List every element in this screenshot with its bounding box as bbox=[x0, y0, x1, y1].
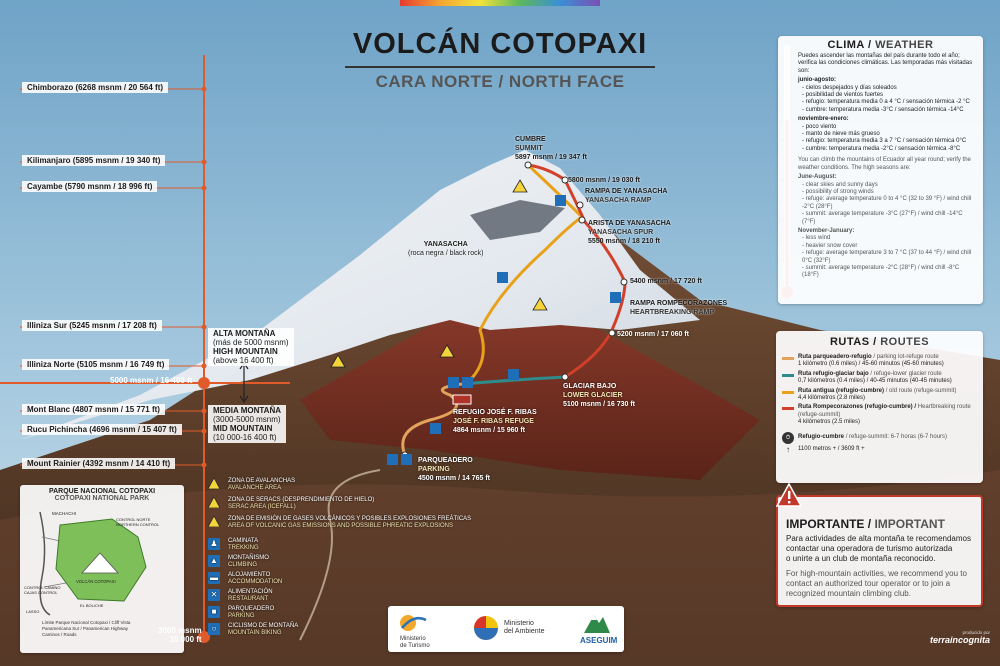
peak-label-rucu-pichincha: Rucu Pichincha (4696 msnm / 15 407 ft) bbox=[22, 424, 182, 435]
inset-map-drawing: MACHACHI CONTROL NORTE NORTHERN CONTROL … bbox=[24, 511, 160, 616]
routes-list: Ruta parqueadero-refugio / parking lot-r… bbox=[776, 348, 983, 453]
route-item-refuge-glacier: Ruta refugio-glaciar bajo / refuge-lower… bbox=[782, 371, 977, 386]
waypoint-dots bbox=[401, 161, 628, 459]
route-elevation-gain: ↑1100 metros + / 3609 ft + bbox=[782, 444, 977, 454]
svg-text:CONTROL CAMINO: CONTROL CAMINO bbox=[24, 585, 61, 590]
label-yanasacha: YANASACHA(roca negra / black rock) bbox=[408, 241, 484, 257]
refuge-building bbox=[452, 394, 472, 405]
peak-label-illiniza-sur: Illiniza Sur (5245 msnm / 17 208 ft) bbox=[22, 320, 162, 331]
aseguim-label: ASEGUIM bbox=[580, 636, 618, 645]
important-panel: IMPORTANTE / IMPORTANT Para actividades … bbox=[775, 482, 983, 607]
peak-label-kilimanjaro: Kilimanjaro (5895 msnm / 19 340 ft) bbox=[22, 155, 166, 166]
inset-title: PARQUE NACIONAL COTOPAXI bbox=[48, 488, 156, 495]
peak-label-mount-rainier: Mount Rainier (4392 msnm / 14 410 ft) bbox=[22, 458, 176, 469]
svg-text:CAJAS CONTROL: CAJAS CONTROL bbox=[24, 590, 58, 595]
routes-title: RUTAS / ROUTES bbox=[829, 336, 930, 348]
climber-icon: ▲ bbox=[208, 555, 220, 567]
legend-volcanic-gas: ZONA DE EMISIÓN DE GASES VOLCÁNICOS Y PO… bbox=[207, 515, 471, 530]
bed-icon: ▬ bbox=[208, 572, 220, 584]
up-arrow-icon: ↑ bbox=[786, 444, 790, 454]
car-icon: ■ bbox=[208, 606, 220, 618]
important-text: Para actividades de alta montaña te reco… bbox=[786, 534, 971, 598]
map-title: VOLCÁN COTOPAXI bbox=[352, 28, 648, 60]
activity-icons bbox=[387, 195, 621, 465]
elevation-dots bbox=[201, 86, 207, 468]
route-parking-refuge bbox=[401, 382, 463, 456]
waypoint-5800: 5800 msnm / 19 030 ft bbox=[568, 177, 640, 184]
route-item-parking-refuge: Ruta parqueadero-refugio / parking lot-r… bbox=[782, 354, 977, 369]
inset-key: Límite Parque Nacional Cotopaxi / Cliff … bbox=[42, 620, 131, 637]
weather-title: CLIMA / WEATHER bbox=[827, 39, 934, 51]
peak-label-illiniza-norte: Illiniza Norte (5105 msnm / 16 749 ft) bbox=[22, 359, 170, 370]
ministry-tourism-logo bbox=[398, 612, 428, 634]
foothills bbox=[0, 470, 1000, 666]
peak-label-cayambe: Cayambe (5790 msnm / 18 996 ft) bbox=[22, 181, 158, 192]
weather-panel: CLIMA / WEATHER Puedes ascender las mont… bbox=[778, 36, 983, 304]
road bbox=[299, 469, 381, 641]
marker-5000m bbox=[198, 377, 210, 389]
svg-text:NORTHERN CONTROL: NORTHERN CONTROL bbox=[116, 522, 160, 527]
title-rule bbox=[345, 66, 655, 68]
peak-label-chimborazo: Chimborazo (6268 msnm / 20 564 ft) bbox=[22, 82, 169, 93]
svg-text:VOLCÁN COTOPAXI: VOLCÁN COTOPAXI bbox=[76, 579, 116, 584]
yanasacha-black-rock bbox=[470, 200, 565, 240]
legend-serac: ZONA DE SERACS (DESPRENDIMIENTO DE HIELO… bbox=[207, 496, 374, 511]
red-rock-slope bbox=[300, 300, 760, 480]
route-item-heartbreaking: Ruta Rompecorazones (refugio-cumbre) / H… bbox=[782, 404, 977, 426]
producer-credit: producido por terraincognita bbox=[930, 630, 991, 645]
zone-high-mountain: ALTA MONTAÑA(más de 5000 msnm) HIGH MOUN… bbox=[208, 328, 294, 366]
bike-icon: ○ bbox=[208, 623, 220, 635]
warning-icon bbox=[775, 482, 803, 512]
route-duration: ⏱Refugio-cumbre / refuge-summit: 6-7 hor… bbox=[782, 431, 977, 444]
route-item-old-route: Ruta antigua (refugio-cumbre) / old rout… bbox=[782, 388, 977, 403]
clock-icon: ⏱ bbox=[782, 431, 794, 444]
label-5000m: 5000 msnm / 16 400 ft bbox=[110, 376, 193, 385]
peak-label-mont-blanc: Mont Blanc (4807 msnm / 15 771 ft) bbox=[22, 404, 165, 415]
route-old bbox=[468, 163, 585, 382]
ministry-environment-logo bbox=[472, 614, 500, 642]
park-inset-map: PARQUE NACIONAL COTOPAXI COTOPAXI NATION… bbox=[20, 485, 184, 653]
map-subtitle: CARA NORTE / NORTH FACE bbox=[375, 72, 625, 91]
aseguim-logo bbox=[584, 611, 610, 638]
warning-icon bbox=[330, 179, 548, 368]
svg-text:CONTROL NORTE: CONTROL NORTE bbox=[116, 517, 151, 522]
important-title: IMPORTANTE / IMPORTANT bbox=[786, 517, 945, 531]
inset-subtitle: COTOPAXI NATIONAL PARK bbox=[54, 495, 150, 502]
hiker-icon: ♟ bbox=[208, 538, 220, 550]
svg-text:LASSO: LASSO bbox=[26, 609, 39, 614]
waypoint-5400: 5400 msnm / 17 720 ft bbox=[630, 278, 702, 285]
zone-mid-mountain: MEDIA MONTAÑA(3000-5000 msnm) MID MOUNTA… bbox=[208, 405, 286, 443]
food-icon: ✕ bbox=[208, 589, 220, 601]
routes-panel: RUTAS / ROUTES Ruta parqueadero-refugio … bbox=[776, 331, 983, 483]
color-strip bbox=[400, 0, 600, 6]
weather-text: Puedes ascender las montañas del país du… bbox=[798, 53, 973, 279]
marker-3000m bbox=[198, 631, 210, 643]
waypoint-5200: 5200 msnm / 17 060 ft bbox=[617, 331, 689, 338]
svg-text:MACHACHI: MACHACHI bbox=[52, 511, 76, 516]
svg-text:EL BOLICHE: EL BOLICHE bbox=[80, 603, 104, 608]
